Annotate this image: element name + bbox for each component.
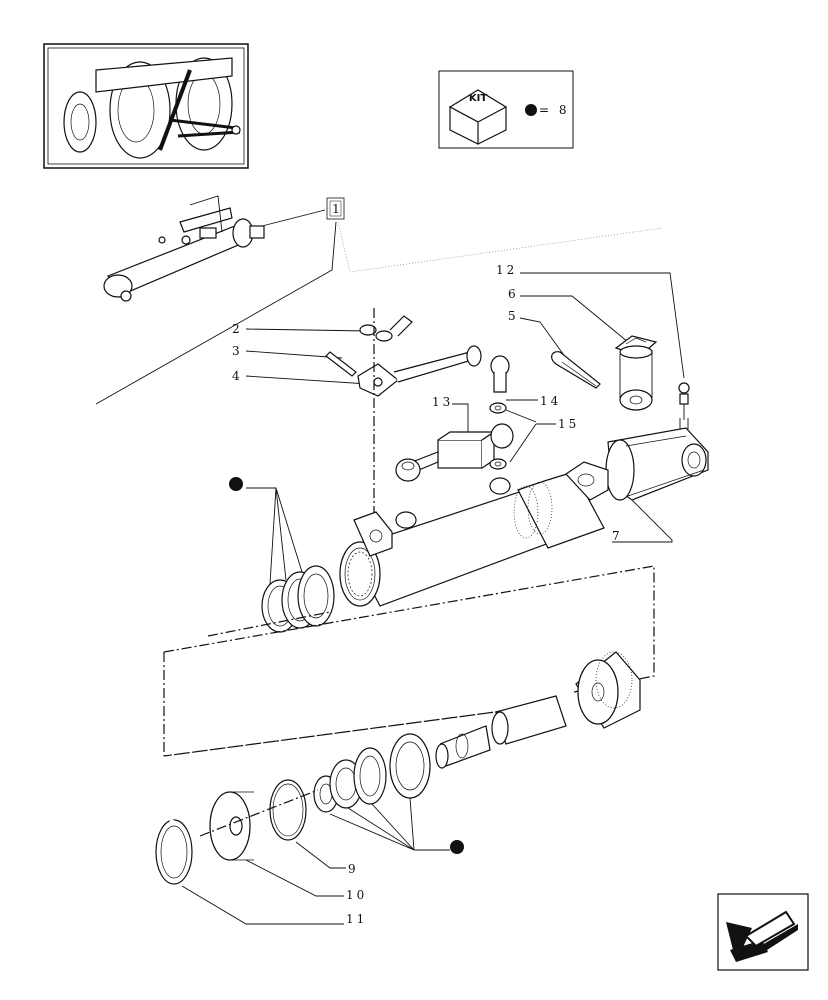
kit-legend-text: = 8: [539, 103, 570, 117]
kit-legend: KIT = 8: [438, 70, 574, 149]
upper-seal-rings: [261, 565, 335, 633]
label-12: 12: [496, 263, 517, 277]
kit-dot-icon: [525, 104, 537, 116]
reference-frame-box: [326, 197, 345, 220]
linkage-rod-parts: [395, 355, 514, 482]
label-6: 6: [508, 287, 519, 301]
label-5: 5: [508, 309, 519, 323]
cylinder-assembly-preview: [103, 195, 265, 302]
retaining-rings: [155, 779, 319, 885]
kit-dot-upper: [229, 477, 243, 491]
kit-dot-lower: [450, 840, 464, 854]
label-10: 10: [346, 888, 367, 902]
pin-parts: [551, 335, 690, 432]
linkage-parts: [325, 308, 482, 560]
label-4: 4: [232, 369, 243, 383]
tractor-thumbnail: [43, 43, 249, 169]
frame-label: 1: [332, 202, 340, 216]
clevis-part: [605, 427, 709, 501]
tractor-thumbnail-icon: [63, 57, 241, 159]
cylinder-barrel: [339, 461, 609, 607]
label-7: 7: [612, 529, 623, 543]
kit-box-icon: KIT: [448, 89, 508, 145]
label-11: 11: [346, 912, 367, 926]
kit-label: KIT: [469, 93, 487, 104]
label-15: 15: [558, 417, 579, 431]
back-arrow-icon[interactable]: [717, 893, 809, 971]
label-13: 13: [432, 395, 453, 409]
label-9: 9: [348, 862, 359, 876]
piston-parts: [435, 651, 641, 769]
label-2: 2: [232, 322, 243, 336]
label-14: 14: [540, 394, 561, 408]
label-3: 3: [232, 344, 243, 358]
lower-seal-rings: [313, 733, 431, 813]
